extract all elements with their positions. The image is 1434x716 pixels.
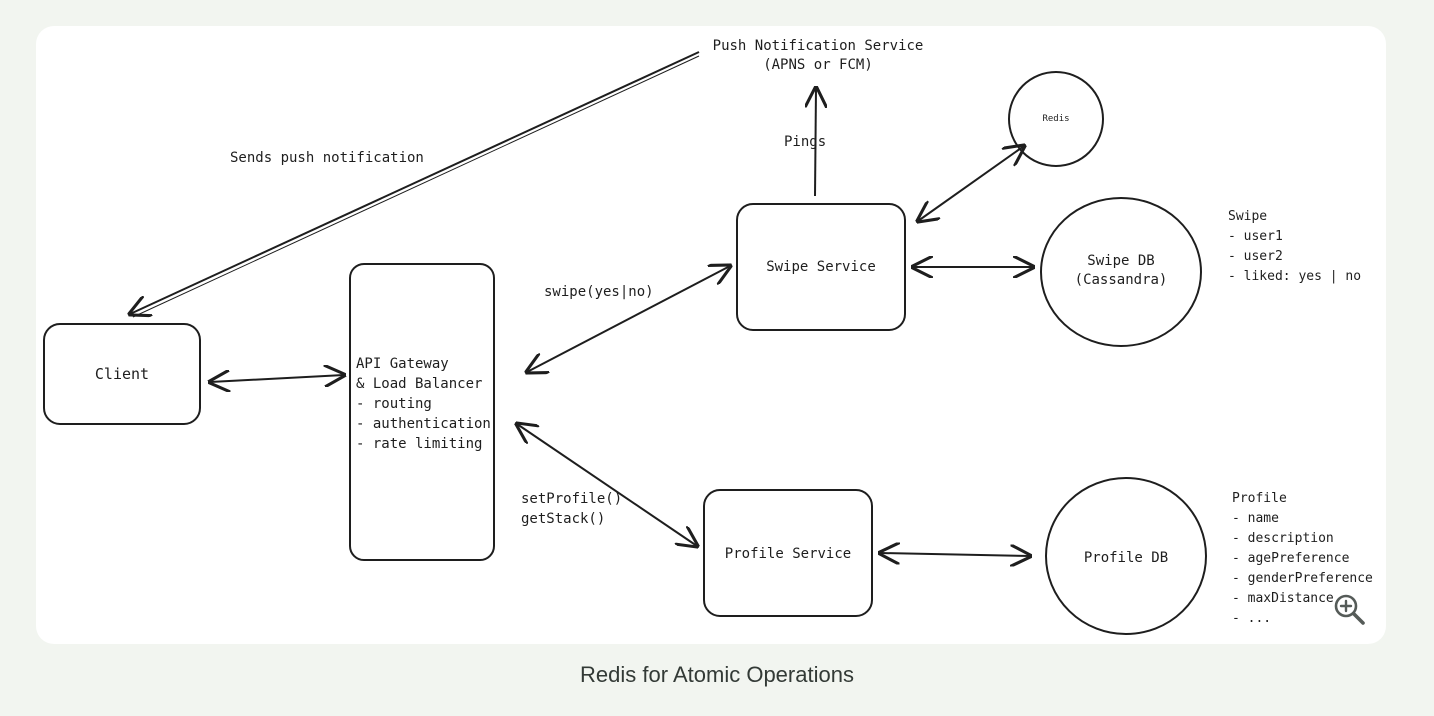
push-to-client-arrow [130,51,700,314]
profile-schema-line-6: - maxDistance [1232,591,1334,606]
swipe-service-node[interactable]: Swipe Service [736,203,906,331]
profile-service-label: Profile Service [725,546,851,562]
profile-edge-label-2: getStack() [521,511,605,527]
swipe-schema-line-1: Swipe [1228,209,1267,224]
push-to-client-arrow-shadow [132,55,700,318]
push-service-line-1: Push Notification Service [713,38,924,54]
profile-service-node[interactable]: Profile Service [703,489,873,617]
profile-schema-line-3: - description [1232,531,1334,546]
profile-schema-note: Profile - name - description - agePrefer… [1232,491,1373,626]
profile-schema-line-1: Profile [1232,491,1287,506]
swipe-push-arrow [815,88,816,197]
profile-schema-line-5: - genderPreference [1232,571,1373,586]
figure-caption: Redis for Atomic Operations [580,662,854,687]
client-label: Client [95,365,149,383]
gateway-line-4: - authentication [356,416,491,432]
redis-node[interactable]: Redis [1008,71,1104,167]
profile-schema-line-7: - ... [1232,611,1271,626]
gateway-line-1: API Gateway [356,356,449,372]
client-gateway-arrow [210,375,344,382]
api-gateway-node[interactable]: API Gateway & Load Balancer - routing - … [349,263,495,561]
gateway-line-2: & Load Balancer [356,376,482,392]
zoom-in-button[interactable] [1330,590,1370,630]
swipe-service-label: Swipe Service [766,259,876,275]
profile-db-node[interactable]: Profile DB [1045,477,1207,635]
profile-profiledb-arrow [880,553,1030,556]
swipe-schema-note: Swipe - user1 - user2 - liked: yes | no [1228,209,1361,284]
client-node[interactable]: Client [43,323,201,425]
gateway-line-5: - rate limiting [356,436,482,452]
architecture-diagram: Client API Gateway & Load Balancer - rou… [43,38,1373,635]
profile-db-label: Profile DB [1084,550,1168,566]
swipe-edge-label: swipe(yes|no) [544,284,654,300]
swipe-db-line-1: Swipe DB [1087,253,1154,269]
push-service-line-2: (APNS or FCM) [763,57,873,73]
zoom-in-icon [1334,594,1365,625]
profile-edge-label-1: setProfile() [521,491,622,507]
profile-schema-line-4: - agePreference [1232,551,1350,566]
gateway-profile-arrow [517,424,697,546]
swipe-db-line-2: (Cassandra) [1075,272,1168,288]
gateway-line-3: - routing [356,396,432,412]
profile-schema-line-2: - name [1232,511,1279,526]
pings-edge-label: Pings [784,134,826,150]
push-edge-label: Sends push notification [230,150,424,166]
swipe-db-node[interactable]: Swipe DB (Cassandra) [1040,197,1202,347]
diagram-card: Client API Gateway & Load Balancer - rou… [36,26,1386,644]
gateway-swipe-arrow [527,266,730,372]
swipe-redis-arrow [918,146,1024,221]
redis-label: Redis [1042,114,1069,124]
swipe-schema-line-4: - liked: yes | no [1228,269,1361,284]
swipe-schema-line-3: - user2 [1228,249,1283,264]
push-notification-node[interactable]: Push Notification Service (APNS or FCM) [713,38,924,73]
swipe-schema-line-2: - user1 [1228,229,1283,244]
